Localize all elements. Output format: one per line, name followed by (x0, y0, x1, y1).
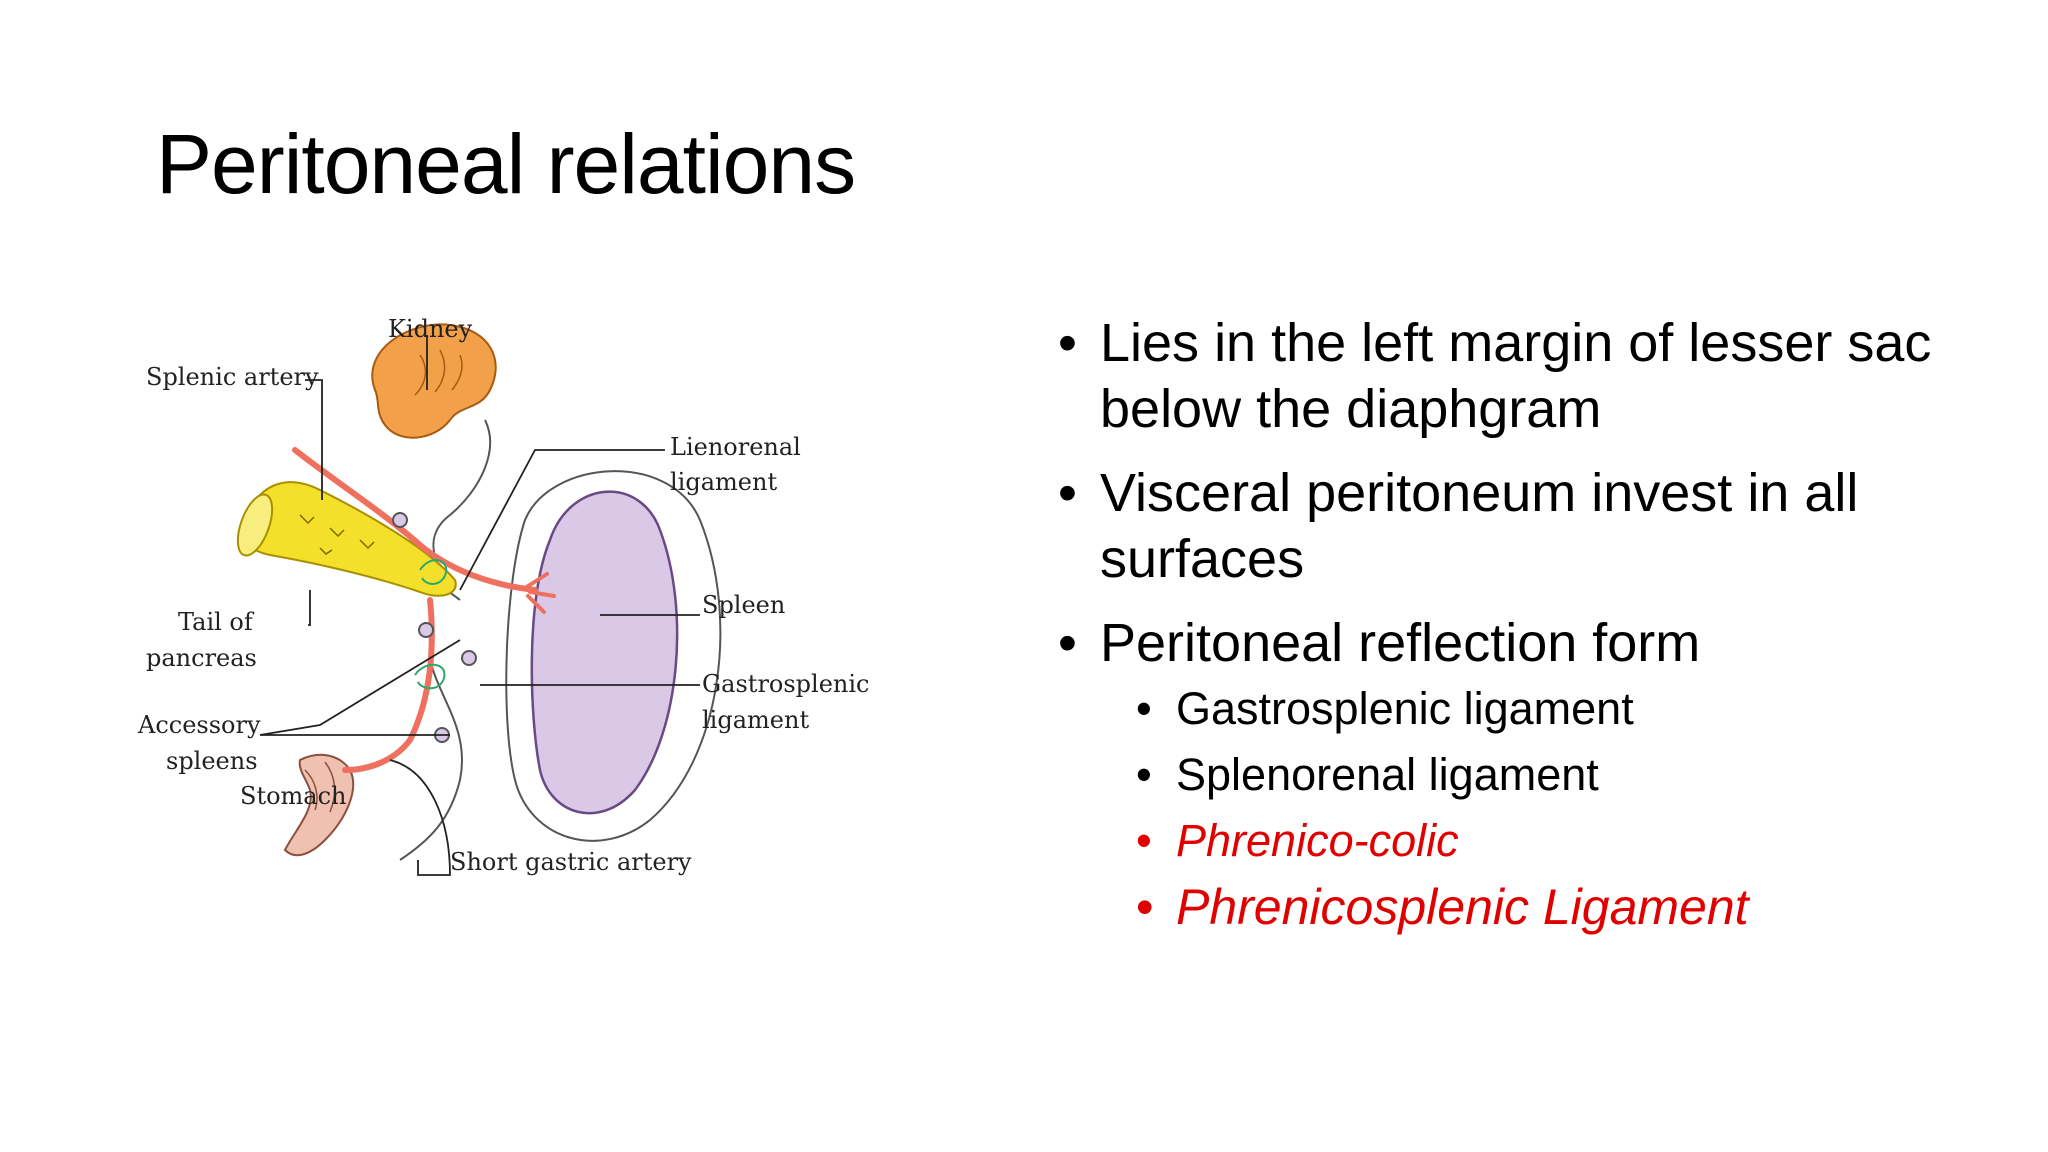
accessory-spleen (461, 650, 477, 666)
sub-bullet-item-red: • Phrenico-colic (1136, 808, 1978, 874)
sub-bullet-text: Gastrosplenic ligament (1176, 683, 1634, 734)
bullet-text: Visceral peritoneum invest in all surfac… (1100, 463, 1859, 589)
ligament-loop (419, 559, 448, 585)
bullet-dot: • (1136, 683, 1152, 734)
pancreas-tail-shape (241, 481, 457, 597)
bullet-dot: • (1058, 613, 1077, 673)
sub-bullet-text: Phrenicosplenic Ligament (1176, 879, 1749, 935)
slide-title: Peritoneal relations (156, 117, 856, 211)
kidney-shape (371, 323, 497, 439)
sub-bullet-text: Phrenico-colic (1176, 815, 1459, 866)
spleen-diagram: Kidney Splenic artery Lienorenal ligamen… (130, 300, 890, 900)
bullet-dot: • (1136, 749, 1152, 800)
label-stomach: Stomach (240, 782, 347, 810)
bullet-dot: • (1058, 463, 1077, 523)
splenic-artery-shape (292, 447, 538, 593)
leader-lines (259, 335, 700, 876)
label-spleen: Spleen (702, 591, 785, 619)
bullet-item: • Peritoneal reflection form (1058, 610, 1978, 676)
bullet-dot: • (1136, 879, 1154, 935)
label-lienorenal-2: ligament (670, 468, 777, 496)
bullet-text: Peritoneal reflection form (1100, 613, 1701, 673)
label-kidney: Kidney (388, 315, 473, 343)
sub-bullet-item-red: • Phrenicosplenic Ligament (1136, 874, 1978, 940)
ligament-loop-lower (414, 663, 446, 690)
peritoneum-outline-lower (399, 659, 463, 861)
label-accessory-1: Accessory (137, 711, 261, 739)
short-gastric-artery-shape (342, 597, 435, 773)
bullet-item: • Lies in the left margin of lesser sac b… (1058, 310, 1978, 442)
peritoneum-outline-spleen (505, 470, 722, 842)
sub-bullet-item: • Splenorenal ligament (1136, 742, 1978, 808)
label-tail-1: Tail of (178, 608, 255, 636)
bullet-dot: • (1136, 815, 1152, 866)
bullet-list: • Lies in the left margin of lesser sac b… (1058, 310, 1978, 940)
label-lienorenal-1: Lienorenal (670, 433, 801, 461)
label-tail-2: pancreas (146, 644, 257, 672)
spleen-diagram-svg: Kidney Splenic artery Lienorenal ligamen… (137, 315, 870, 876)
spleen-shape (530, 490, 679, 815)
accessory-spleen (392, 512, 408, 528)
sub-bullet-text: Splenorenal ligament (1176, 749, 1599, 800)
sub-bullet-item: • Gastrosplenic ligament (1136, 676, 1978, 742)
accessory-spleen (418, 622, 434, 638)
bullet-text: Lies in the left margin of lesser sac be… (1100, 313, 1932, 439)
bullet-item: • Visceral peritoneum invest in all surfa… (1058, 460, 1978, 592)
label-accessory-2: spleens (166, 747, 258, 775)
label-gastrosplenic-2: ligament (702, 706, 809, 734)
peritoneum-outline (432, 419, 491, 571)
label-gastrosplenic-1: Gastrosplenic (702, 670, 870, 698)
label-short-gastric-artery: Short gastric artery (450, 848, 692, 876)
bullet-dot: • (1058, 313, 1077, 373)
label-splenic-artery: Splenic artery (146, 363, 319, 391)
